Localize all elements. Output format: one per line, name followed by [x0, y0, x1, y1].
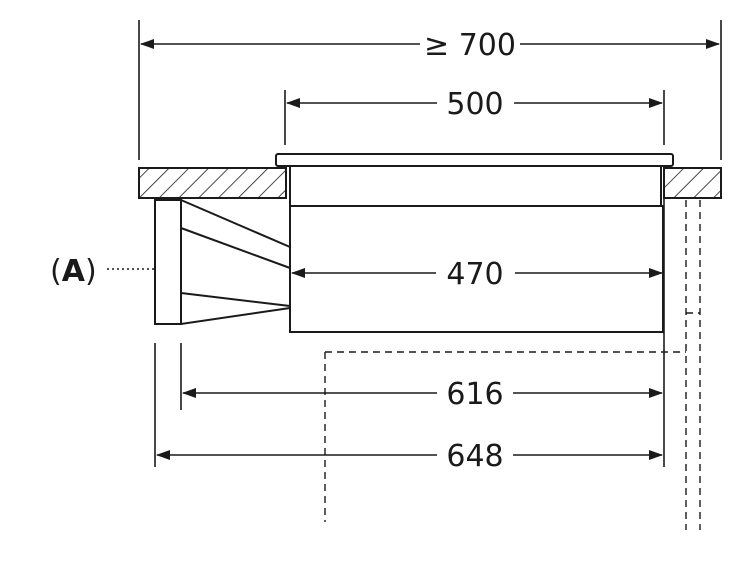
duct-transition: [180, 198, 291, 326]
countertop-right-section: [663, 167, 722, 199]
unit-lower-section: [289, 205, 664, 333]
dimension-depth-without-duct: 616: [182, 377, 663, 412]
countertop-left-section: [138, 167, 287, 199]
cabinet-inner-outline: [324, 351, 686, 522]
dimension-cutout-width: 500: [286, 87, 663, 122]
duct-flange: [154, 199, 182, 325]
dimension-overall-width-label: ≥ 700: [424, 28, 516, 63]
cabinet-wall-outline: [685, 200, 701, 530]
dimension-cutout-width-label: 500: [446, 87, 503, 122]
countertop: [138, 167, 722, 199]
dimension-unit-width: 470: [291, 257, 663, 292]
dimension-depth-total: 648: [156, 439, 663, 474]
part-a-label: (A): [50, 254, 97, 289]
part-a-callout: (A): [50, 254, 154, 289]
appliance: [275, 153, 674, 333]
dimension-overall-width: ≥ 700: [140, 28, 720, 63]
dimension-depth-without-duct-label: 616: [446, 377, 503, 412]
duct-connector: [154, 198, 291, 326]
dimension-depth-total-label: 648: [446, 439, 503, 474]
dimension-unit-width-label: 470: [446, 257, 503, 292]
glass-top-plate: [275, 153, 674, 167]
unit-upper-section: [289, 165, 662, 207]
